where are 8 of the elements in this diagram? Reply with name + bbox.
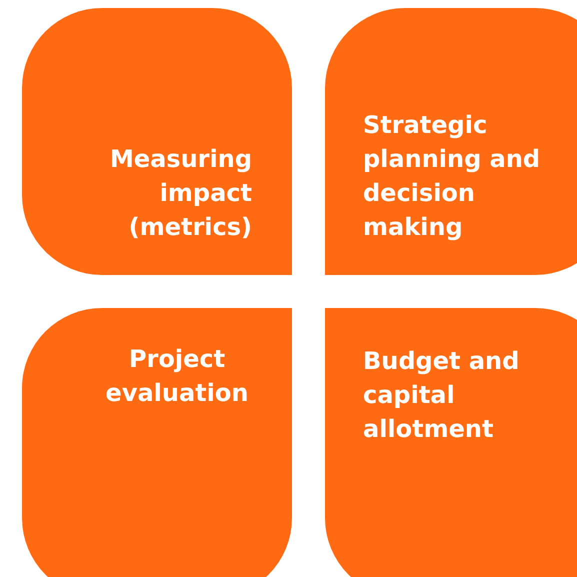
panel-text: Strategic planning and decision making	[363, 110, 542, 243]
rounded-panel	[22, 8, 292, 275]
rounded-panel	[325, 308, 577, 577]
panel-text: Budget and capital allotment	[363, 346, 520, 445]
rounded-panel	[22, 308, 292, 577]
rounded-panel	[325, 8, 577, 275]
panel-text: Project evaluation	[104, 344, 250, 409]
panel-text: Measuring impact (metrics)	[108, 144, 252, 243]
